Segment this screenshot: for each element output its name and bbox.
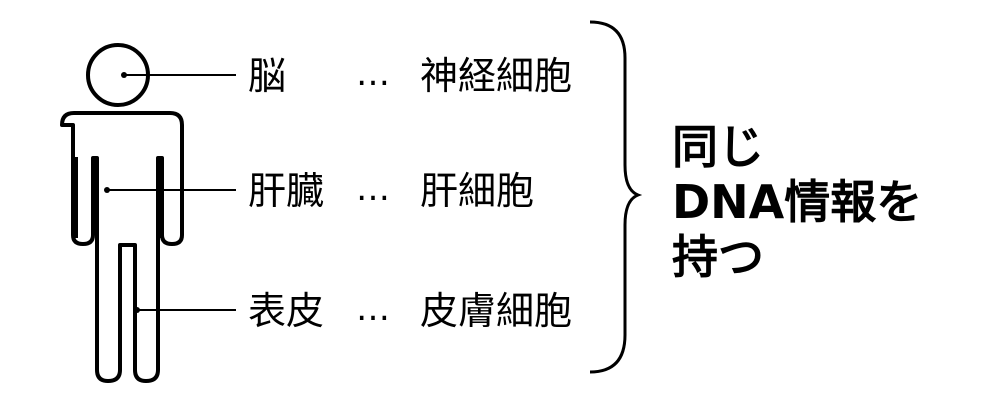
cell-label-neuron: 神経細胞	[420, 54, 573, 98]
separator-ellipsis: …	[356, 54, 390, 94]
organ-label-brain: 脳	[248, 54, 287, 98]
cell-label-hepatocyte: 肝細胞	[420, 169, 535, 213]
conclusion-line-1: 同じ	[672, 120, 764, 174]
organ-label-liver: 肝臓	[248, 169, 325, 213]
conclusion-line-3: 持つ	[672, 230, 764, 285]
separator-ellipsis: …	[356, 169, 390, 209]
separator-ellipsis: …	[356, 289, 390, 329]
cell-label-skin-cell: 皮膚細胞	[420, 289, 573, 333]
organ-label-epidermis: 表皮	[248, 289, 325, 333]
body-outline	[60, 111, 184, 383]
conclusion-text: 同じ DNA情報を 持つ	[672, 120, 922, 286]
conclusion-line-2: DNA情報を	[672, 175, 923, 230]
curly-brace	[589, 20, 643, 374]
